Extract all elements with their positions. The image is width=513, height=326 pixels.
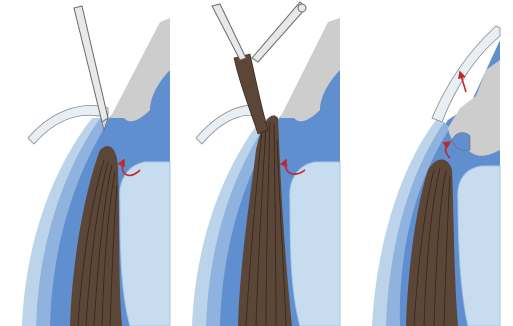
lens xyxy=(120,162,170,326)
iris-grasped xyxy=(234,54,268,134)
forceps-pivot xyxy=(298,4,306,12)
panel-2 xyxy=(192,2,340,326)
lens xyxy=(458,166,500,326)
lens xyxy=(290,162,340,326)
forceps-right-arm xyxy=(252,2,306,62)
panel-3 xyxy=(372,26,500,326)
scalpel-blade xyxy=(74,6,108,122)
forceps-left-arm xyxy=(212,4,246,60)
panel-1 xyxy=(22,6,170,326)
